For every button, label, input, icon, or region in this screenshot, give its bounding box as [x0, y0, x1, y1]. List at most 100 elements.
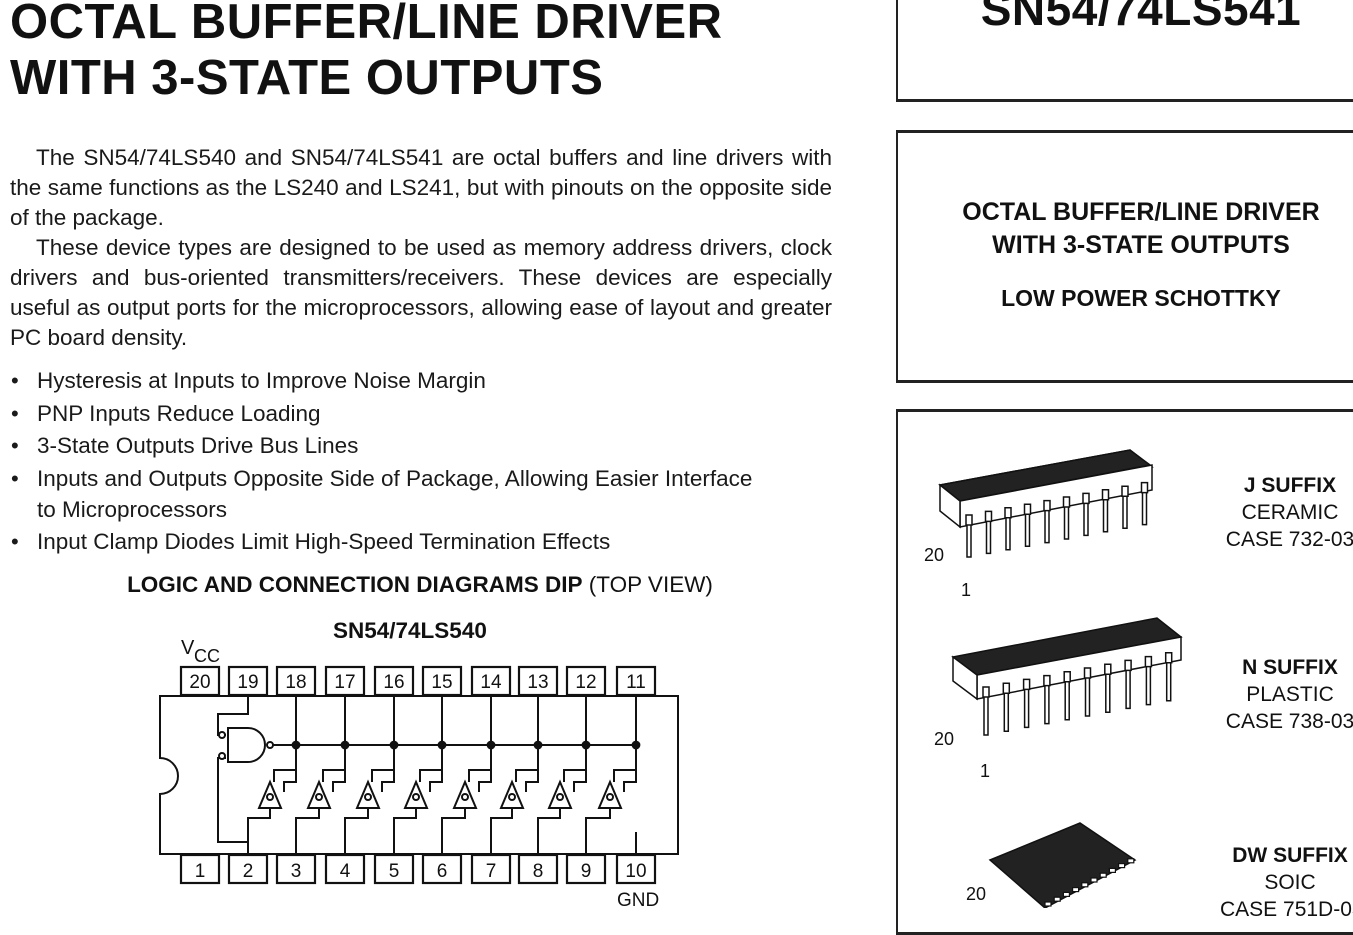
package-lead: [1101, 489, 1110, 533]
package-lead: [984, 510, 993, 555]
feature-list: Hysteresis at Inputs to Improve Noise Ma…: [10, 365, 757, 559]
package-case: CASE 732-03: [1225, 528, 1353, 551]
package-lead: [1004, 507, 1012, 551]
description-box: [896, 130, 1353, 383]
pin-6: 6: [421, 853, 463, 885]
pin-1: 1: [179, 853, 221, 885]
package-lead: [1121, 485, 1129, 529]
pin-3: 3: [275, 853, 317, 885]
package-lead: [1063, 671, 1071, 721]
package-material: SOIC: [1264, 871, 1316, 894]
pin-15: 15: [421, 665, 463, 697]
package-lead: [1043, 499, 1051, 544]
pin-number: 11: [626, 672, 646, 693]
vcc-label: V: [181, 637, 195, 659]
gnd-label: GND: [617, 890, 659, 908]
pin-number: 16: [383, 672, 404, 693]
package-lead: [965, 514, 973, 558]
pin-17: 17: [324, 665, 366, 697]
page-title: OCTAL BUFFER/LINE DRIVER WITH 3-STATE OU…: [10, 0, 723, 106]
package-lead: [1022, 678, 1031, 729]
title-line-2: WITH 3-STATE OUTPUTS: [10, 51, 604, 105]
part-number-box: [896, 0, 1353, 102]
plastic-dip-package-icon: [951, 617, 1183, 736]
pin-14: 14: [470, 665, 512, 697]
vcc-subscript: CC: [194, 646, 220, 666]
pin-5: 5: [373, 853, 415, 885]
feature-item: Input Clamp Diodes Limit High-Speed Term…: [10, 526, 757, 557]
feature-item: Inputs and Outputs Opposite Side of Pack…: [10, 463, 757, 525]
dip-package-outline: [159, 695, 679, 855]
pin-number: 3: [291, 861, 302, 882]
pin-number: 13: [527, 672, 548, 693]
diagram-part-label: SN54/74LS540: [333, 618, 487, 643]
tristate-buffer: [295, 695, 350, 855]
package-lead: [1108, 867, 1117, 874]
package-lead: [1071, 886, 1080, 893]
description-paragraph-1: The SN54/74LS540 and SN54/74LS541 are oc…: [10, 145, 832, 230]
package-lead: [1002, 682, 1011, 732]
package-pin-1-label: 1: [980, 761, 991, 781]
pin-12: 12: [565, 665, 607, 697]
pin-number: 7: [486, 861, 497, 882]
package-material: CERAMIC: [1241, 501, 1339, 524]
pin-number: 14: [480, 672, 502, 693]
package-lead: [1043, 674, 1051, 725]
pin-number: 10: [625, 861, 646, 882]
pin-number: 20: [189, 672, 210, 693]
pin-number: 9: [581, 861, 592, 882]
pin-7: 7: [470, 853, 512, 885]
pin-8: 8: [517, 853, 559, 885]
title-line-1: OCTAL BUFFER/LINE DRIVER: [10, 0, 723, 49]
package-lead: [1124, 659, 1132, 710]
package-lead: [1140, 481, 1149, 526]
package-lead: [1144, 655, 1153, 706]
tristate-buffer: [393, 695, 447, 855]
package-lead: [1082, 492, 1090, 537]
soic-package-icon: [988, 822, 1137, 908]
tristate-buffer: [344, 695, 399, 855]
pin-13: 13: [517, 665, 559, 697]
tristate-buffer: [490, 695, 543, 855]
pin-number: 15: [431, 672, 452, 693]
package-lead: [1090, 877, 1098, 883]
pin-number: 19: [237, 672, 258, 693]
package-suffix: J SUFFIX: [1243, 474, 1337, 497]
buffer-circuit: [199, 695, 641, 855]
tristate-buffer: [537, 695, 591, 855]
package-lead: [1083, 667, 1092, 717]
tristate-buffer: [441, 695, 496, 855]
box-title-line-1: OCTAL BUFFER/LINE DRIVER: [962, 198, 1320, 226]
package-dw-info: DW SUFFIX SOIC CASE 751D-03: [1220, 842, 1353, 923]
feature-item: 3-State Outputs Drive Bus Lines: [10, 430, 757, 461]
pin-number: 12: [575, 672, 596, 693]
box-title: OCTAL BUFFER/LINE DRIVER WITH 3-STATE OU…: [896, 196, 1353, 262]
package-pin-20-label: 20: [966, 884, 987, 904]
package-lead: [1127, 858, 1135, 864]
package-lead: [1099, 872, 1107, 878]
description-paragraph-2: These device types are designed to be us…: [10, 235, 832, 350]
pin-number: 2: [243, 861, 254, 882]
pin-9: 9: [565, 853, 607, 885]
pin-4: 4: [324, 853, 366, 885]
tristate-buffer: [585, 695, 641, 855]
diagram-heading-bold: LOGIC AND CONNECTION DIAGRAMS DIP: [127, 572, 583, 597]
pin-19: 19: [227, 665, 269, 697]
package-case: CASE 738-03: [1225, 710, 1353, 733]
package-lead: [1044, 901, 1052, 907]
package-n-info: N SUFFIX PLASTIC CASE 738-03: [1220, 654, 1353, 735]
pin-number: 8: [533, 861, 544, 882]
pin-number: 17: [334, 672, 355, 693]
package-suffix: N SUFFIX: [1242, 656, 1338, 679]
diagram-heading-view: (TOP VIEW): [588, 572, 713, 597]
tristate-buffer: [247, 695, 301, 855]
diagram-heading: LOGIC AND CONNECTION DIAGRAMS DIP (TOP V…: [0, 572, 840, 598]
feature-item: PNP Inputs Reduce Loading: [10, 398, 757, 429]
package-pin-1-label: 1: [961, 580, 972, 600]
pin-20: 20: [179, 665, 221, 697]
pin-11: 11: [615, 665, 657, 697]
ceramic-dip-package-icon: [938, 449, 1154, 558]
